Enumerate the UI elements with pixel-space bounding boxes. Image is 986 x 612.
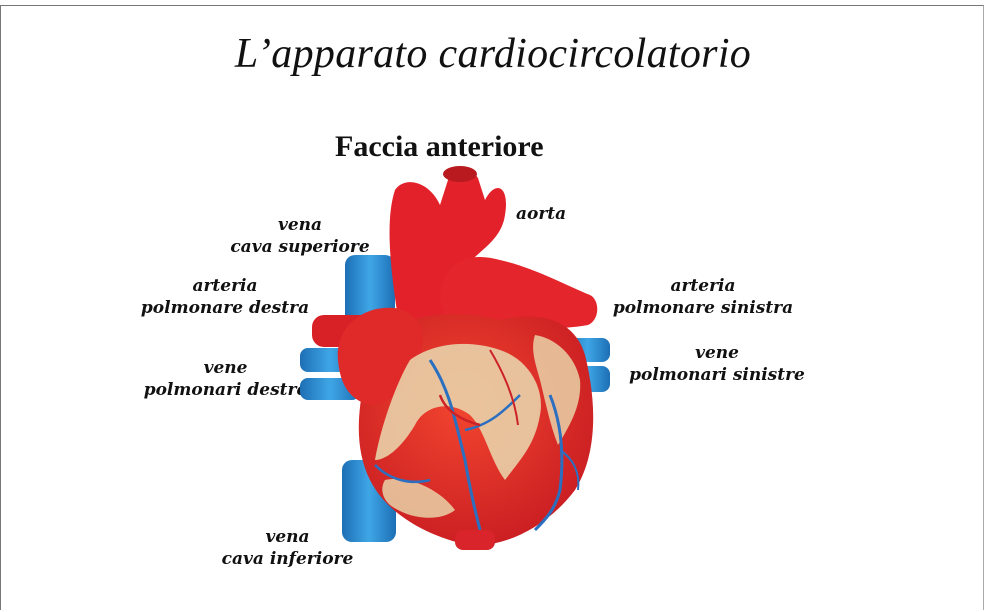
descending-vessel-shape <box>455 530 495 550</box>
slide-title: L’apparato cardiocircolatorio <box>0 30 986 78</box>
label-line: polmonare sinistra <box>598 297 808 319</box>
aorta-top-shape <box>443 166 477 182</box>
label-line: arteria <box>598 275 808 297</box>
label-arteria-polmonare-sinistra: arteria polmonare sinistra <box>598 275 808 319</box>
label-vene-polmonari-sinistre: vene polmonari sinistre <box>612 342 822 386</box>
label-line: vene <box>612 342 822 364</box>
label-line: polmonari sinistre <box>612 364 822 386</box>
heart-illustration <box>290 160 620 580</box>
figure-subtitle: Faccia anteriore <box>335 130 544 164</box>
